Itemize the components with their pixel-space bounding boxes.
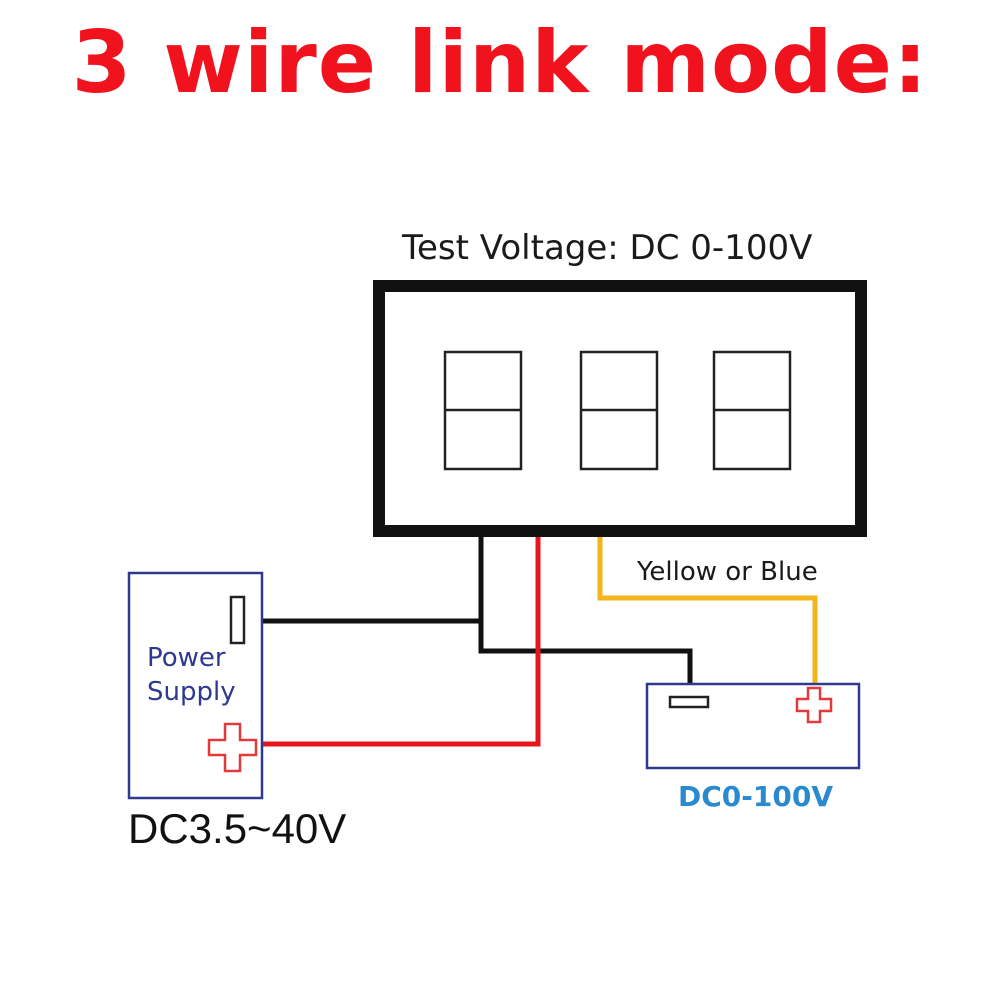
page-title: 3 wire link mode:: [71, 13, 929, 113]
power-supply: Power Supply: [127, 571, 264, 800]
measured-source: [645, 682, 861, 770]
measured-source-range-label: DC0-100V: [678, 780, 833, 813]
power-supply-range-label: DC3.5~40V: [128, 805, 346, 852]
minus-terminal-icon: [668, 695, 710, 709]
seven-segment-digit-icon: [712, 350, 792, 471]
plus-terminal-icon: [795, 686, 833, 724]
black-wire: [478, 537, 693, 686]
power-supply-label-line1: Power: [147, 643, 226, 673]
seven-segment-digit-icon: [579, 350, 659, 471]
minus-terminal-icon: [229, 595, 246, 645]
yellow-wire: [597, 537, 818, 690]
plus-terminal-icon: [207, 722, 258, 773]
signal-wire-label: Yellow or Blue: [636, 557, 818, 587]
test-voltage-label: Test Voltage: DC 0-100V: [401, 228, 812, 268]
voltmeter-frame: [373, 280, 867, 537]
power-supply-label-line2: Supply: [147, 677, 236, 707]
seven-segment-digit-icon: [443, 350, 523, 471]
voltmeter-display: [373, 280, 867, 537]
red-wire: [262, 537, 541, 747]
